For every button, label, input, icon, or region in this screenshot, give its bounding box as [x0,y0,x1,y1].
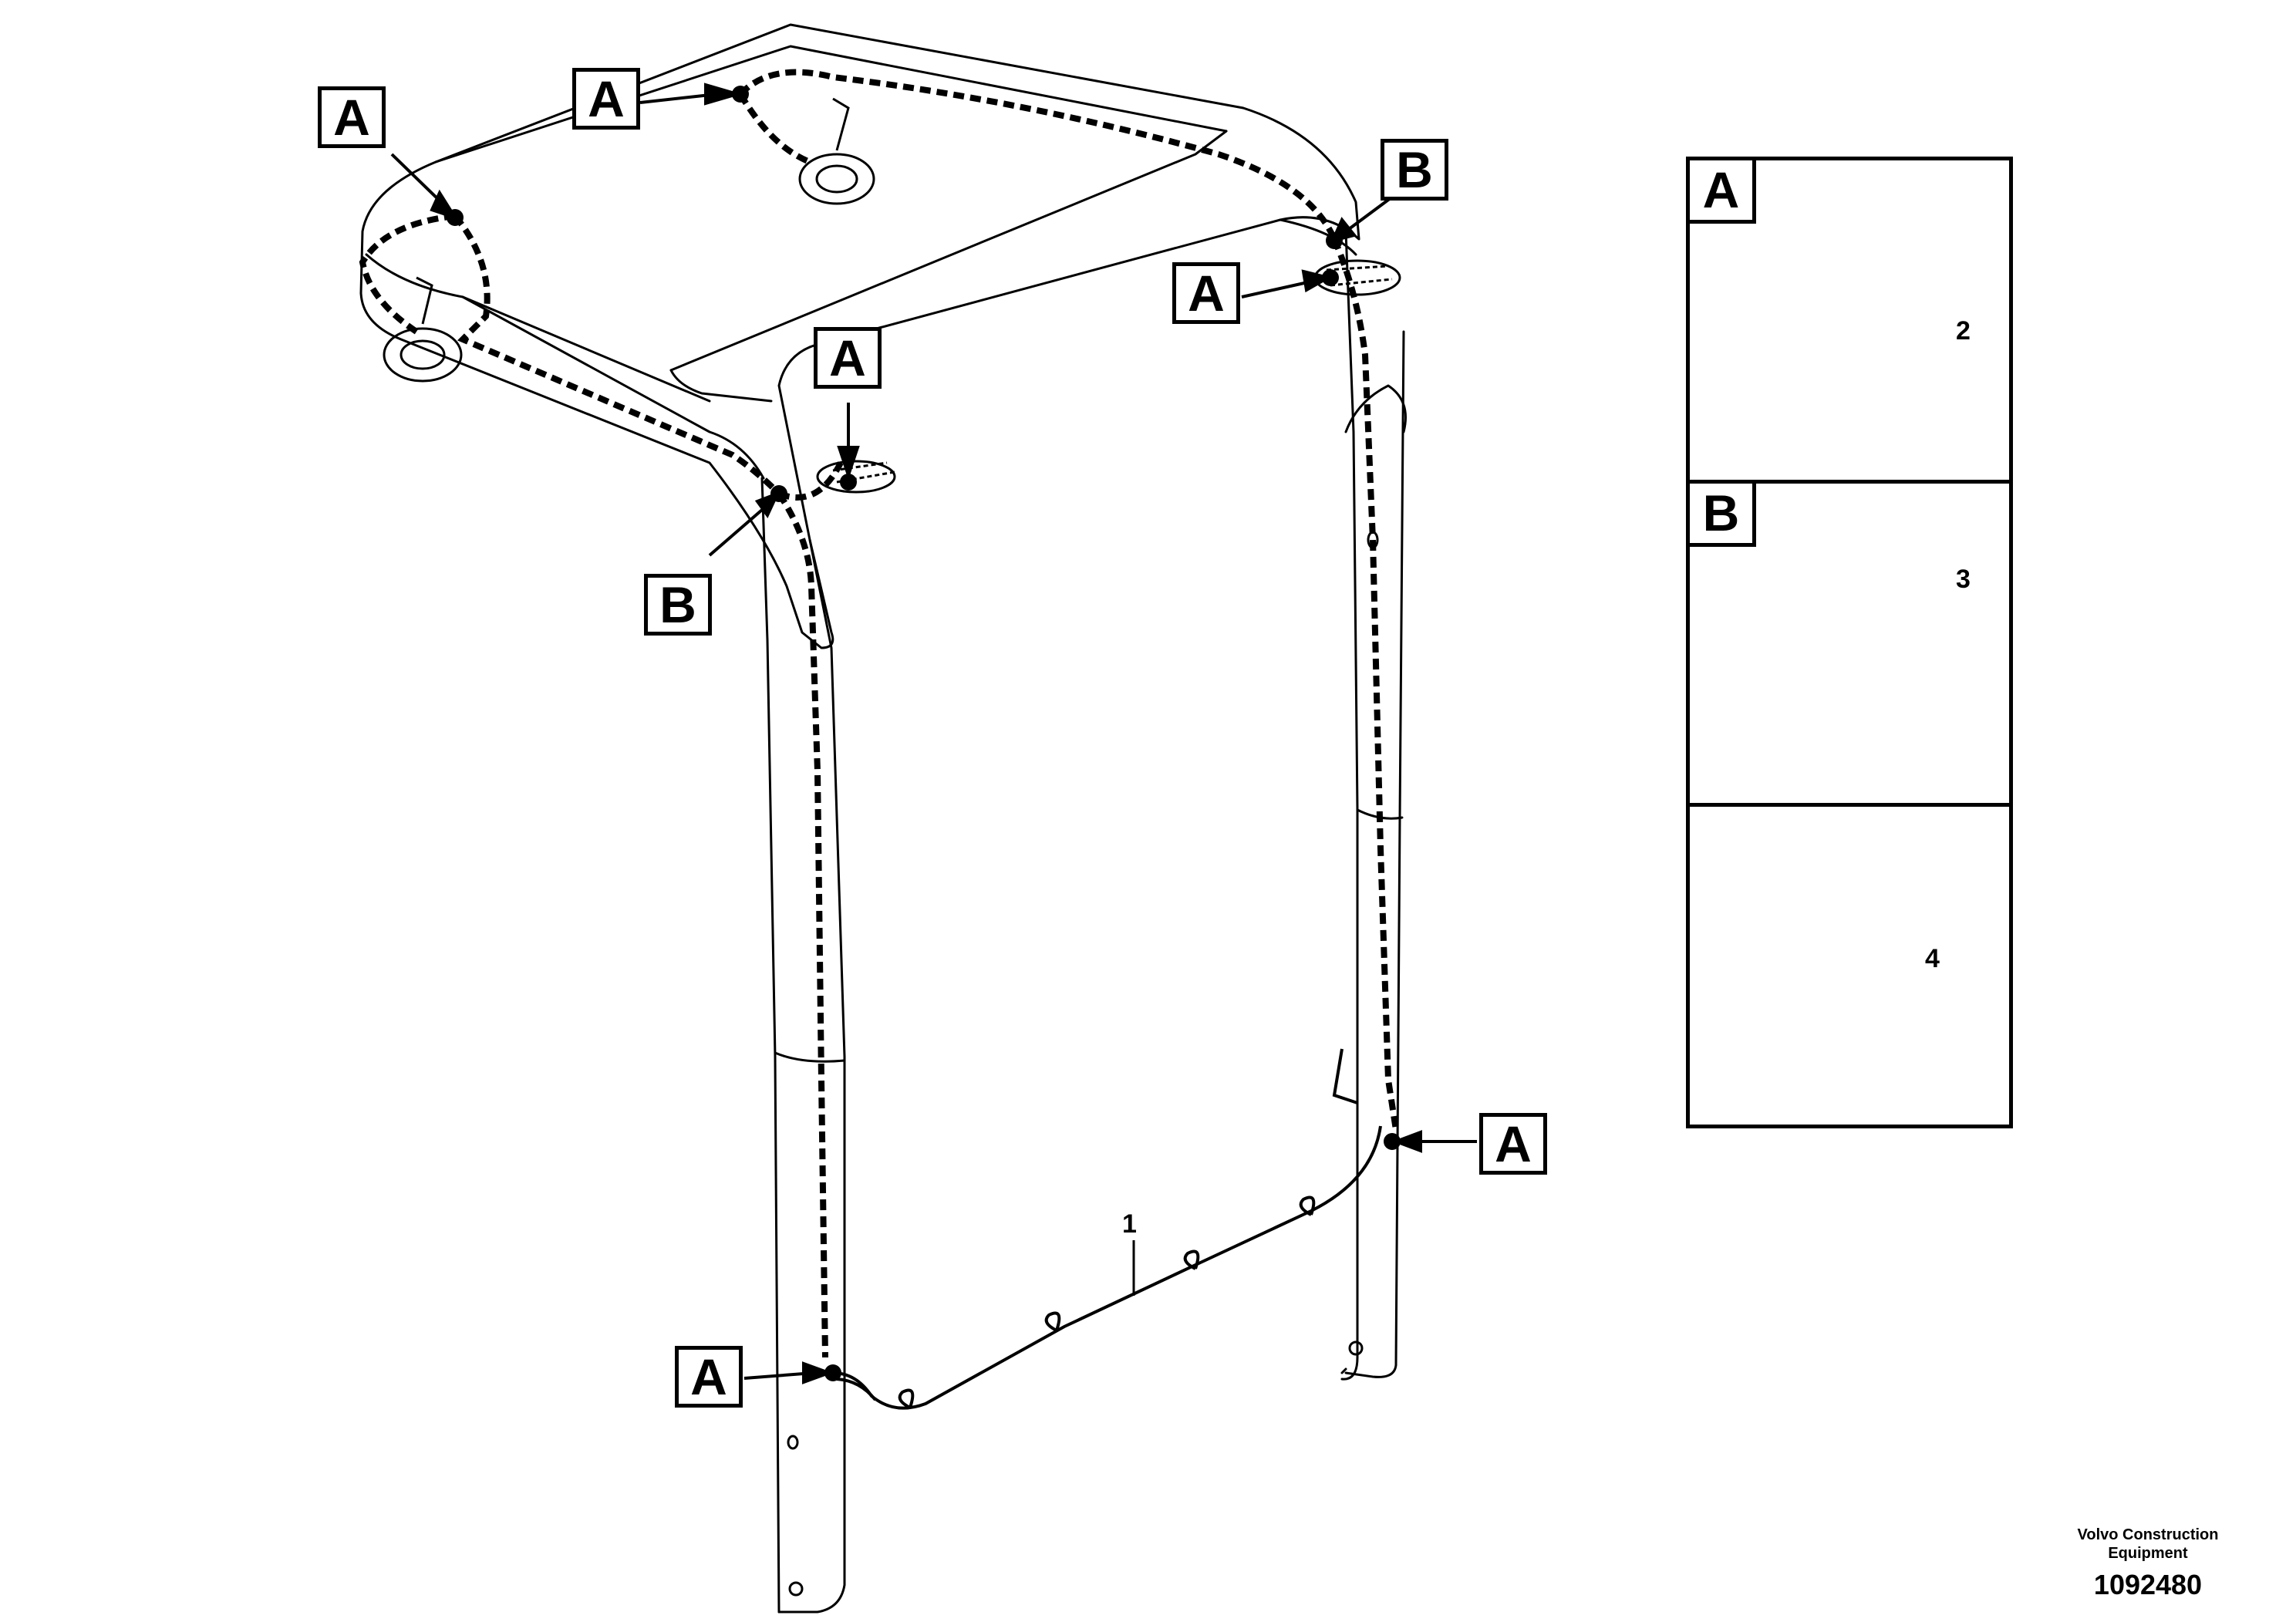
callout-leaders [390,83,1477,1384]
callout-a: A [814,327,882,389]
document-number: 1092480 [2093,1569,2203,1600]
callout-a: A [1172,262,1240,324]
callout-b: B [644,574,712,636]
callout-a: A [1479,1113,1547,1175]
part-number-4: 4 [1925,944,1940,973]
callout-b: B [1381,139,1448,201]
legend-letter-a: A [1690,160,1756,224]
right-pillar [1340,230,1407,1381]
left-pillar [760,477,846,1614]
part-number-3: 3 [1956,565,1971,594]
beacon-rear-left [383,276,463,383]
part-number-2: 2 [1956,316,1971,346]
callout-a: A [318,86,386,148]
beacon-rear-center [798,97,875,205]
harness-routing [359,69,1399,1358]
grommet-points [447,86,1401,1381]
part-number-1: 1 [1122,1209,1137,1239]
callout-a: A [572,68,640,130]
legend-cell-cable-tie [1690,807,2009,1125]
callout-a: A [675,1346,743,1408]
legend-letter-b: B [1690,484,1756,547]
legend-cell-a: A [1690,160,2009,484]
legend-cell-b: B [1690,484,2009,807]
harness-item-1 [832,1048,1382,1410]
footer-company: Volvo Construction Equipment [2077,1526,2219,1562]
legend-panel: A B [1686,157,2013,1128]
